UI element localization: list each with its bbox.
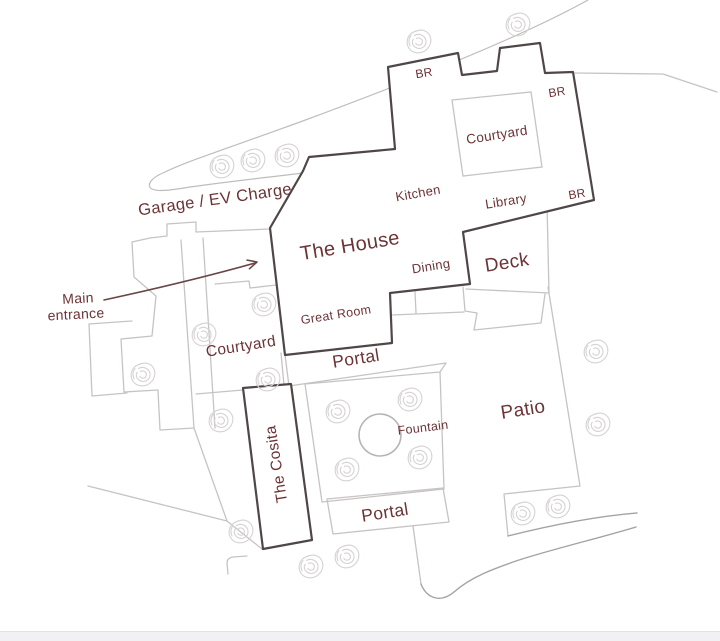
tree-icon [325, 399, 351, 424]
tree-icon [583, 339, 609, 364]
br-top-label: BR [414, 64, 434, 82]
tree-icon [397, 387, 423, 412]
courtyard-top-square [451, 91, 543, 177]
paths-bottom-right [420, 512, 638, 599]
br-upper-right-label: BR [547, 83, 567, 101]
tree-icon [130, 362, 156, 387]
tree-icon [251, 292, 277, 317]
house-outline [268, 41, 596, 357]
tree-icon [334, 457, 360, 482]
tree-icon [407, 445, 433, 470]
br-right-label: BR [567, 185, 587, 203]
tree-icon [585, 412, 611, 437]
main-entrance-label-2: entrance [47, 304, 105, 324]
tree-icon [208, 408, 234, 433]
tree-icon [505, 12, 531, 37]
neighbor-structures [87, 72, 718, 585]
tree-icon [274, 143, 300, 168]
tree-icon [240, 148, 266, 173]
main-entrance-label: Main [61, 289, 95, 307]
bottom-edge-strip [0, 631, 720, 641]
main-entrance-arrow [103, 259, 258, 301]
tree-icon [334, 544, 360, 569]
tree-icon [406, 29, 432, 54]
tree-icon [209, 154, 235, 179]
fountain-circle [358, 413, 402, 457]
tree-icon [298, 554, 324, 579]
tree-icon [545, 494, 571, 519]
tree-icon [510, 501, 536, 526]
cosita-outline [241, 382, 314, 551]
